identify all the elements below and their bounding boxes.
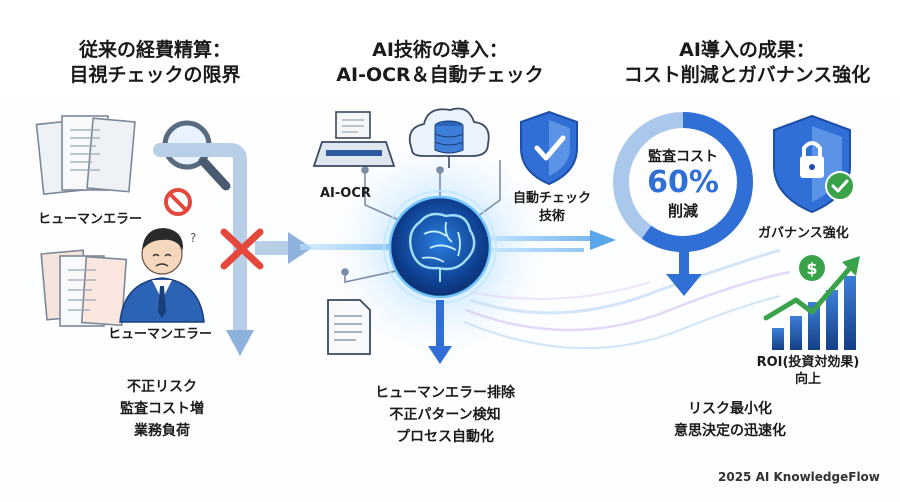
shield-check-icon <box>520 110 578 186</box>
right-title-line2: コスト削減とガバナンス強化 <box>623 64 871 86</box>
roi-line2: 向上 <box>794 372 821 387</box>
result-down-arrow <box>666 246 702 296</box>
auto-check-label: 自動チェック 技術 <box>505 190 599 226</box>
connector-lines <box>341 160 501 283</box>
right-title-line1: AI導入の成果： <box>679 39 815 61</box>
growth-chart-icon <box>763 256 860 350</box>
database-cloud-icon <box>408 107 490 168</box>
ring-value: 60% <box>647 165 719 200</box>
footer-credit: 2025 AI KnowledgeFlow <box>718 470 880 484</box>
center-down-arrow <box>428 300 452 364</box>
svg-text:$: $ <box>806 259 817 278</box>
prohibited-icon <box>164 188 192 216</box>
document-icon <box>327 299 371 355</box>
roi-label: ROI(投資対効果) 向上 <box>752 354 864 388</box>
right-title: AI導入の成果： コスト削減とガバナンス強化 <box>612 38 882 88</box>
center-title-line1: AI技術の導入： <box>372 39 508 61</box>
shield-lock-icon <box>773 114 855 214</box>
auto-check-line2: 技術 <box>538 209 565 224</box>
dollar-icon: $ <box>799 255 825 281</box>
roi-line1: ROI(投資対効果) <box>756 355 860 370</box>
ring-line1: 監査コスト <box>648 149 718 165</box>
auto-check-line1: 自動チェック <box>512 191 591 206</box>
left-title: 従来の経費精算： 目視チェックの限界 <box>60 38 250 88</box>
effect-item: ヒューマンエラー排除 <box>375 385 515 401</box>
issue-item: 監査コスト増 <box>120 401 204 417</box>
effect-item: プロセス自動化 <box>396 429 494 445</box>
left-title-line2: 目視チェックの限界 <box>69 64 241 86</box>
receipt-stack-icon <box>40 249 128 327</box>
left-title-line1: 従来の経費精算： <box>78 39 231 61</box>
ai-ocr-label: AI-OCR <box>320 186 371 201</box>
governance-label: ガバナンス強化 <box>758 226 849 241</box>
worried-person-icon: ? <box>119 228 205 323</box>
data-beams <box>300 230 791 350</box>
left-issues-list: 不正リスク 監査コスト増 業務負荷 <box>82 376 242 442</box>
ring-line2: 削減 <box>667 202 698 220</box>
cost-reduction-ring <box>613 112 753 252</box>
ring-center-text: 監査コスト 60% 削減 <box>633 146 733 221</box>
effect-item: 不正パターン検知 <box>389 407 501 423</box>
receipt-icon <box>35 115 136 195</box>
human-error-label-top: ヒューマンエラー <box>38 212 143 227</box>
brain-chip-icon <box>383 190 497 304</box>
red-x-icon <box>220 228 264 270</box>
center-title: AI技術の導入： AI-OCR＆自動チェック <box>330 38 550 88</box>
result-item: 意思決定の迅速化 <box>674 423 786 439</box>
issue-item: 業務負荷 <box>134 423 190 439</box>
issue-item: 不正リスク <box>127 379 197 395</box>
scanner-icon <box>312 111 396 167</box>
result-item: リスク最小化 <box>688 401 772 417</box>
center-effects-list: ヒューマンエラー排除 不正パターン検知 プロセス自動化 <box>355 382 535 448</box>
human-error-label-bottom: ヒューマンエラー <box>108 327 213 342</box>
right-results-list: リスク最小化 意思決定の迅速化 <box>650 398 810 442</box>
center-title-line2: AI-OCR＆自動チェック <box>336 64 544 86</box>
svg-text:?: ? <box>190 231 196 245</box>
